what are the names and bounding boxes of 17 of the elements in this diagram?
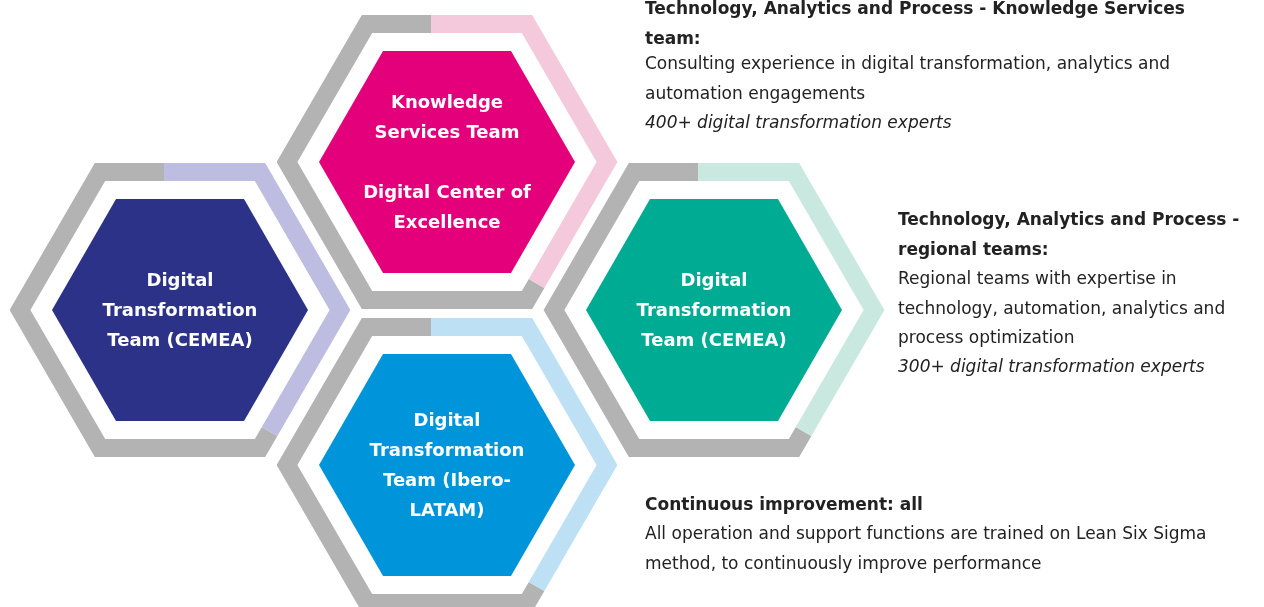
heading-text: Technology, Analytics and Process - Knowledge Services team: — [645, 0, 1186, 50]
description-text: Regional teams with expertise in technology, automation, analytics and process optimization — [898, 267, 1227, 349]
heading-text: Continuous improvement: all — [645, 493, 924, 516]
description-text: 400+ digital transformation experts — [645, 111, 953, 134]
description-text: All operation and support functions are trained on Lean Six Sigma method, to continuously improve performance — [645, 522, 1208, 575]
description-text: 300+ digital transformation experts — [898, 355, 1206, 378]
hexagon-label: Digital Center of Excellence — [362, 180, 532, 234]
hexagon-label: Digital Transformation Team (Ibero-LATAM) — [368, 408, 526, 522]
hexagon-label: Knowledge Services Team — [373, 90, 521, 144]
hexagon-label: Digital Transformation Team (CEMEA) — [635, 268, 793, 352]
hexagon — [319, 354, 575, 576]
hexagon — [319, 51, 575, 273]
hexagon — [52, 199, 308, 421]
heading-text: Technology, Analytics and Process - regional teams: — [898, 208, 1241, 261]
hexagon — [586, 199, 842, 421]
description-text: Consulting experience in digital transformation, analytics and automation engagements — [645, 52, 1172, 105]
hexagon-label: Digital Transformation Team (CEMEA) — [101, 268, 259, 352]
